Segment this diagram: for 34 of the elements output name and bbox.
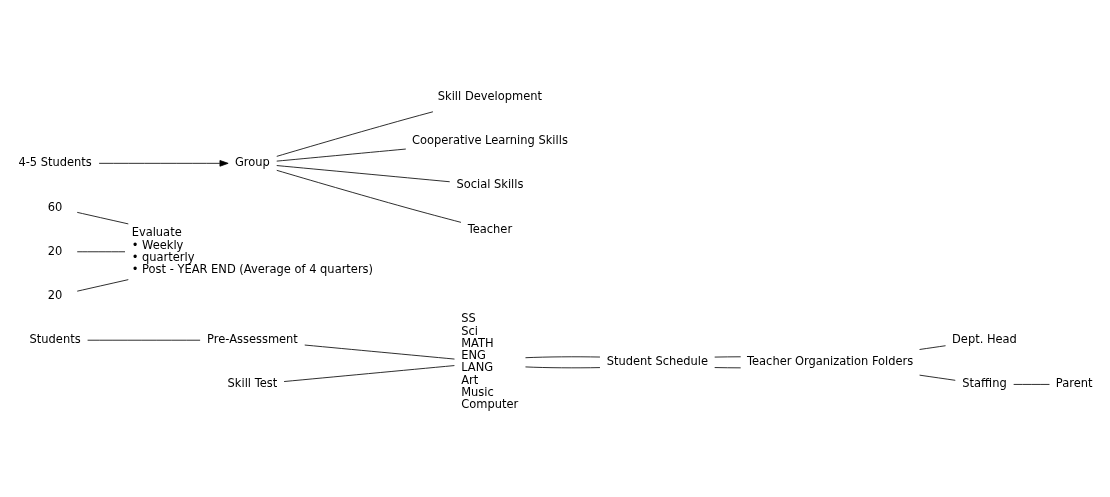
- node-text: 20: [47, 243, 63, 258]
- node-text: Student Schedule: [606, 354, 709, 369]
- node-text: Dept. Head: [952, 332, 1017, 347]
- node-text: Teacher Organization Folders: [746, 354, 914, 369]
- connector: [525, 366, 601, 369]
- connector: [525, 356, 601, 359]
- connector: [276, 148, 407, 162]
- node-text: Skill Test: [227, 376, 278, 391]
- node-text: SS Sci MATH ENG LANG Art Music Computer: [461, 311, 519, 412]
- node-text: Staffing: [962, 376, 1007, 391]
- connector: [76, 211, 129, 225]
- connector: [283, 365, 455, 382]
- connector: [1013, 384, 1050, 385]
- arrow: [98, 160, 229, 167]
- connector: [76, 279, 129, 292]
- node-text: Teacher: [467, 221, 513, 236]
- node-text: Evaluate • Weekly • quarterly • Post - YEAR END (Average of 4 quarters): [131, 225, 374, 277]
- connector: [714, 367, 742, 369]
- node-text: 60: [47, 199, 63, 214]
- connector: [919, 345, 946, 350]
- node-text: Cooperative Learning Skills: [411, 133, 568, 148]
- connector: [304, 344, 455, 360]
- node-text: Parent: [1055, 376, 1093, 391]
- connector: [919, 374, 956, 381]
- node-text: 4-5 Students: [18, 155, 92, 170]
- connector: [276, 169, 462, 223]
- node-text: Students: [29, 332, 81, 347]
- node-text: 20: [47, 288, 63, 303]
- node-text: Skill Development: [437, 89, 542, 104]
- connector: [276, 165, 451, 183]
- node-text: Social Skills: [456, 177, 524, 192]
- node-text: Pre-Assessment: [207, 332, 298, 347]
- node-text: Group: [235, 155, 270, 170]
- connector: [276, 111, 434, 157]
